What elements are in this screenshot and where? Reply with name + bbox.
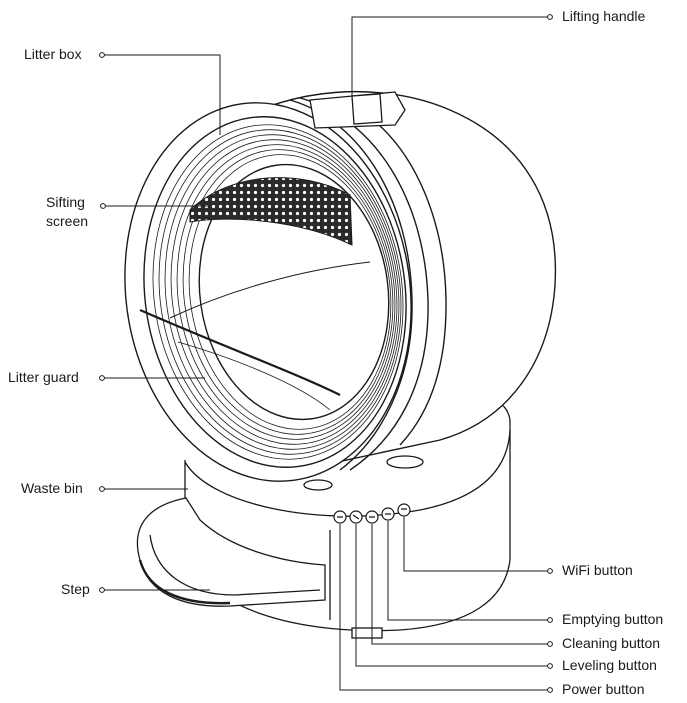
label-litter-guard: Litter guard	[8, 369, 79, 385]
label-sifting-screen-2: screen	[46, 213, 89, 229]
leader-dots	[99, 14, 553, 693]
label-sifting-screen-1: Sifting	[46, 194, 85, 210]
litter-guard	[139, 261, 371, 411]
leader-lines	[104, 16, 548, 691]
label-cleaning-button: Cleaning button	[562, 635, 661, 651]
wifi-button-shape	[397, 503, 411, 517]
label-emptying-button: Emptying button	[562, 611, 664, 627]
lifting-handle	[309, 91, 406, 129]
label-lifting-handle: Lifting handle	[562, 8, 646, 24]
label-step: Step	[61, 581, 90, 597]
base-foot	[351, 627, 383, 639]
sifting-mesh	[189, 177, 353, 246]
label-waste-bin: Waste bin	[21, 480, 83, 496]
label-wifi-button: WiFi button	[562, 562, 633, 578]
base-knob-left	[303, 479, 333, 491]
base-knob-right	[386, 455, 424, 469]
step-drawer	[136, 497, 326, 607]
label-power-button: Power button	[562, 681, 645, 697]
drum-ring-2	[143, 116, 407, 468]
button-row	[333, 503, 411, 524]
label-leveling-button: Leveling button	[562, 657, 657, 673]
label-litter-box: Litter box	[24, 46, 82, 62]
